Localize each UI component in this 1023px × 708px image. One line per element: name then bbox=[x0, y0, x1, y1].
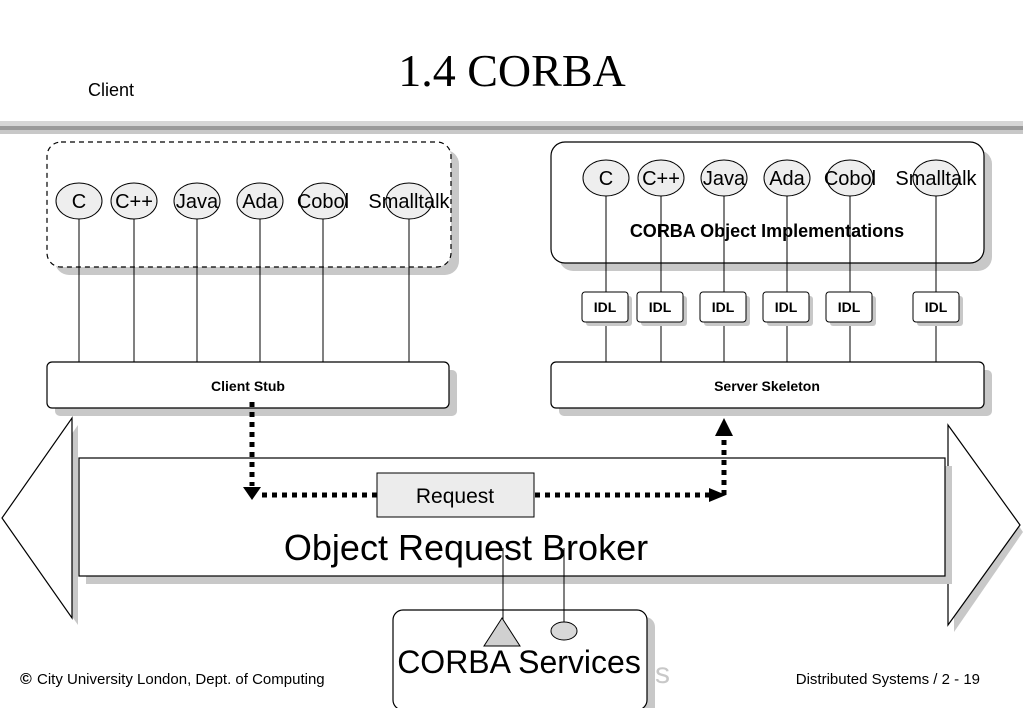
client-lang-cpp: C++ bbox=[110, 182, 158, 220]
idl-label-ada: IDL bbox=[775, 299, 798, 315]
idl-box-cobol: IDL bbox=[825, 291, 876, 326]
idl-label-cpp: IDL bbox=[649, 299, 672, 315]
request-label: Request bbox=[416, 485, 494, 508]
footer-right: Distributed Systems / 2 - 19 bbox=[796, 671, 980, 688]
client-lang-c: C bbox=[55, 182, 103, 220]
server-lang-smalltalk: Smalltalk bbox=[895, 159, 978, 197]
corba-services: s CORBA Services bbox=[392, 548, 670, 708]
services-label: CORBA Services bbox=[397, 644, 641, 680]
server-lang-c: C bbox=[582, 159, 630, 197]
server-lang-java-label: Java bbox=[703, 168, 746, 190]
server-skeleton-label: Server Skeleton bbox=[714, 378, 820, 394]
server-lang-cpp-label: C++ bbox=[642, 168, 680, 190]
up-arrowhead-icon bbox=[715, 418, 733, 436]
client-lang-cpp-label: C++ bbox=[115, 191, 153, 213]
client-lang-smalltalk: Smalltalk bbox=[368, 182, 451, 220]
server-skeleton: Server Skeleton bbox=[550, 361, 992, 416]
idl-label-cobol: IDL bbox=[838, 299, 861, 315]
server-lang-cobol: Cobol bbox=[824, 159, 876, 197]
server-languages: C C++ Java Ada Cobol Smalltalk bbox=[582, 159, 978, 197]
footer-left: City University London, Dept. of Computi… bbox=[37, 671, 325, 688]
client-lang-c-label: C bbox=[72, 191, 86, 213]
request-box: Request bbox=[376, 472, 535, 518]
client-lang-ada-label: Ada bbox=[242, 191, 278, 213]
server-lang-smalltalk-label: Smalltalk bbox=[895, 168, 977, 190]
slide-title: 1.4 CORBA bbox=[398, 45, 625, 96]
left-arrowhead-icon bbox=[243, 487, 261, 500]
idl-label-smalltalk: IDL bbox=[925, 299, 948, 315]
server-connectors bbox=[605, 196, 937, 363]
server-lang-c-label: C bbox=[599, 168, 613, 190]
server-lang-cpp: C++ bbox=[637, 159, 685, 197]
idl-box-java: IDL bbox=[699, 291, 750, 326]
request-path bbox=[249, 402, 727, 498]
idl-box-cpp: IDL bbox=[636, 291, 687, 326]
client-lang-ada: Ada bbox=[236, 182, 284, 220]
triangle-service-icon bbox=[483, 617, 521, 647]
server-lang-ada: Ada bbox=[763, 159, 811, 197]
client-connectors bbox=[78, 219, 410, 363]
ellipse-service-icon bbox=[550, 621, 578, 641]
idl-boxes: IDL IDL IDL IDL IDL IDL bbox=[581, 291, 963, 326]
client-lang-cobol-label: Cobol bbox=[297, 191, 349, 213]
orb-arrow: Object Request Broker bbox=[1, 416, 1023, 632]
client-heading: Client bbox=[88, 80, 134, 100]
server-lang-java: Java bbox=[700, 159, 748, 197]
copyright-icon: © bbox=[20, 671, 32, 688]
client-stub: Client Stub bbox=[46, 361, 457, 416]
idl-box-ada: IDL bbox=[762, 291, 813, 326]
right-arrowhead-icon bbox=[709, 488, 726, 502]
implementations-label: CORBA Object Implementations bbox=[630, 221, 904, 241]
client-lang-smalltalk-label: Smalltalk bbox=[368, 191, 450, 213]
client-lang-cobol: Cobol bbox=[297, 182, 349, 220]
services-shadow-text: s bbox=[655, 657, 670, 690]
idl-label-c: IDL bbox=[594, 299, 617, 315]
title-rule bbox=[0, 121, 1023, 134]
server-lang-cobol-label: Cobol bbox=[824, 168, 876, 190]
idl-box-c: IDL bbox=[581, 291, 632, 326]
client-languages: C C++ Java Ada Cobol Smalltalk bbox=[55, 182, 451, 220]
orb-label: Object Request Broker bbox=[284, 527, 648, 568]
client-lang-java: Java bbox=[173, 182, 221, 220]
idl-box-smalltalk: IDL bbox=[912, 291, 963, 326]
client-lang-java-label: Java bbox=[176, 191, 219, 213]
server-lang-ada-label: Ada bbox=[769, 168, 805, 190]
client-stub-label: Client Stub bbox=[211, 378, 285, 394]
idl-label-java: IDL bbox=[712, 299, 735, 315]
